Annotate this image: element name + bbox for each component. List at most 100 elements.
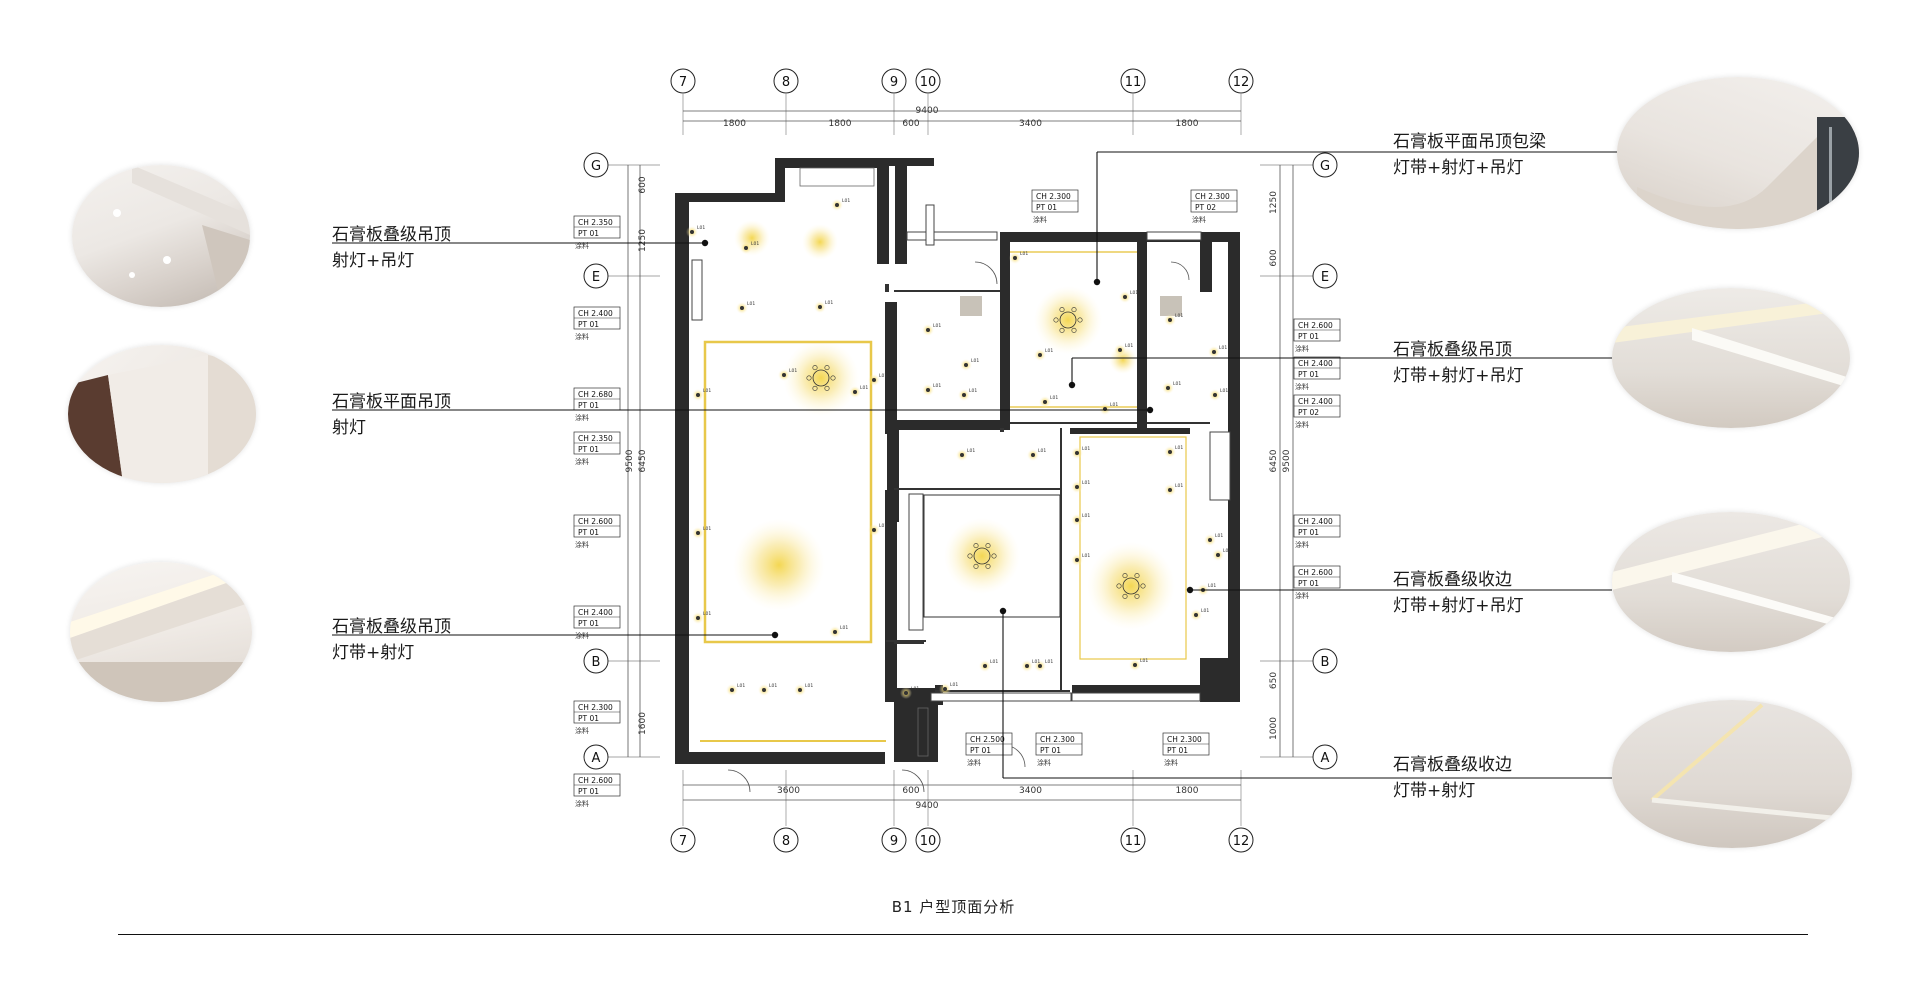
dim-label-top: 600 bbox=[902, 119, 919, 129]
caption-underline bbox=[118, 934, 1808, 935]
axis-label-bottom: 11 bbox=[1125, 834, 1142, 849]
tag-note: 涂料 bbox=[1037, 758, 1051, 767]
downlight-label: L01 bbox=[1032, 659, 1040, 665]
downlight bbox=[1168, 318, 1172, 322]
dim-label-left: 600 bbox=[638, 176, 648, 193]
tag-paint: PT 01 bbox=[578, 401, 599, 410]
axis-label-left: G bbox=[591, 159, 601, 174]
tag-height: CH 2.300 bbox=[1195, 192, 1230, 201]
tag-height: CH 2.600 bbox=[1298, 568, 1333, 577]
downlight bbox=[872, 378, 876, 382]
stair bbox=[917, 707, 929, 757]
downlight bbox=[1213, 393, 1217, 397]
cabinet bbox=[691, 259, 703, 321]
axis-label-left: B bbox=[592, 655, 601, 670]
downlight bbox=[833, 630, 837, 634]
window bbox=[906, 231, 998, 241]
downlight bbox=[960, 453, 964, 457]
wall bbox=[1200, 232, 1240, 242]
dim-label-top: 1800 bbox=[1176, 119, 1199, 129]
downlight-label: L01 bbox=[703, 611, 711, 617]
drawing-caption: B1 户型顶面分析 bbox=[891, 898, 1016, 916]
downlight bbox=[696, 393, 700, 397]
annotation-left-3: 石膏板叠级吊顶 灯带+射灯 bbox=[332, 614, 451, 666]
tag-height: CH 2.400 bbox=[1298, 517, 1333, 526]
axis-bubble-right bbox=[1312, 152, 1338, 178]
tag-height: CH 2.400 bbox=[1298, 397, 1333, 406]
tag-paint: PT 01 bbox=[578, 619, 599, 628]
pendant-arm bbox=[1059, 327, 1065, 333]
tag-height: CH 2.600 bbox=[1298, 321, 1333, 330]
downlight bbox=[1166, 386, 1170, 390]
light-glow bbox=[944, 518, 1020, 594]
downlight bbox=[1216, 553, 1220, 557]
downlight-label: L01 bbox=[703, 388, 711, 394]
downlight-label: L01 bbox=[751, 241, 759, 247]
downlight bbox=[762, 688, 766, 692]
window bbox=[1071, 692, 1201, 702]
light-glow bbox=[783, 340, 859, 416]
dim-label-top: 1800 bbox=[829, 119, 852, 129]
tag-paint: PT 01 bbox=[1298, 528, 1319, 537]
tag-paint: PT 01 bbox=[970, 746, 991, 755]
downlight-label: L01 bbox=[789, 368, 797, 374]
downlight-label: L01 bbox=[1082, 446, 1090, 452]
wall bbox=[1000, 232, 1010, 430]
downlight bbox=[1168, 450, 1172, 454]
wall bbox=[894, 420, 1000, 430]
annotation-right-4: 石膏板叠级收边 灯带+射灯 bbox=[1393, 752, 1512, 804]
tag-height: CH 2.600 bbox=[578, 517, 613, 526]
axis-bubble-top bbox=[915, 68, 941, 94]
downlight bbox=[1038, 664, 1042, 668]
axis-bubble-right bbox=[1312, 263, 1338, 289]
wall bbox=[675, 752, 885, 764]
wall bbox=[1072, 685, 1202, 693]
tag-note: 涂料 bbox=[1295, 591, 1309, 600]
annotation-right-3: 石膏板叠级收边 灯带+射灯+吊灯 bbox=[1393, 567, 1524, 619]
wall bbox=[877, 158, 889, 264]
tag-paint: PT 01 bbox=[578, 320, 599, 329]
tag-height: CH 2.680 bbox=[578, 390, 613, 399]
axis-bubble-top bbox=[773, 68, 799, 94]
partition bbox=[1147, 422, 1210, 424]
dim-label-top: 3400 bbox=[1019, 119, 1042, 129]
annotation-title: 石膏板叠级吊顶 bbox=[332, 617, 451, 637]
pendant-lamp bbox=[973, 547, 991, 565]
pendant-arm bbox=[1059, 307, 1065, 313]
wall bbox=[1137, 232, 1147, 430]
wall bbox=[885, 302, 897, 434]
annotation-subtitle: 灯带+射灯+吊灯 bbox=[1393, 366, 1524, 386]
tag-paint: PT 01 bbox=[1298, 332, 1319, 341]
downlight-label: L01 bbox=[1110, 402, 1118, 408]
pendant-arm bbox=[830, 375, 836, 381]
dim-total-left: 9500 bbox=[625, 449, 635, 472]
wall bbox=[675, 193, 785, 202]
pendant-arm bbox=[812, 365, 818, 371]
partition bbox=[894, 290, 1000, 292]
light-glow bbox=[734, 220, 770, 256]
tag-paint: PT 01 bbox=[1298, 370, 1319, 379]
downlight bbox=[798, 688, 802, 692]
wall bbox=[1070, 428, 1190, 434]
downlight-label: L01 bbox=[1020, 251, 1028, 257]
dim-label-right: 1000 bbox=[1269, 717, 1279, 740]
downlight-label: L01 bbox=[1175, 313, 1183, 319]
tag-height: CH 2.400 bbox=[578, 309, 613, 318]
wall bbox=[675, 193, 689, 763]
downlight-label: L01 bbox=[933, 323, 941, 329]
axis-label-top: 10 bbox=[920, 75, 937, 90]
tag-paint: PT 01 bbox=[1167, 746, 1188, 755]
downlight-label: L01 bbox=[860, 385, 868, 391]
downlight bbox=[1075, 485, 1079, 489]
tag-height: CH 2.600 bbox=[578, 776, 613, 785]
door-swing bbox=[974, 261, 998, 285]
pendant-arm bbox=[1071, 307, 1077, 313]
tag-note: 涂料 bbox=[967, 758, 981, 767]
downlight-label: L01 bbox=[950, 682, 958, 688]
annotation-subtitle: 射灯+吊灯 bbox=[332, 251, 415, 271]
downlight-label: L01 bbox=[1140, 658, 1148, 664]
axis-label-bottom: 10 bbox=[920, 834, 937, 849]
wall bbox=[1000, 232, 1210, 242]
downlight bbox=[1025, 664, 1029, 668]
